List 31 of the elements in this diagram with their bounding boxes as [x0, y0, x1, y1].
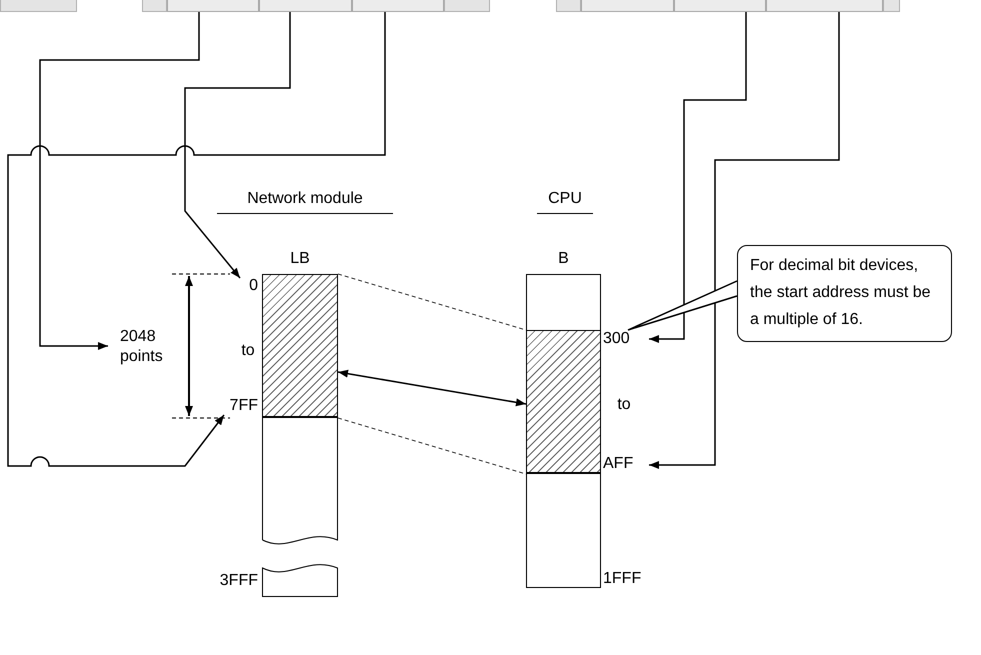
arrow — [184, 12, 291, 278]
arrow — [7, 12, 386, 467]
address-label: 0 — [238, 277, 258, 295]
column-heading: B — [557, 250, 570, 268]
shaded-range — [262, 274, 338, 418]
callout-note: For decimal bit devices, the start address must be a multiple of 16. — [737, 245, 952, 342]
address-label: to — [240, 342, 256, 360]
arrow — [338, 370, 526, 406]
arrow — [39, 12, 200, 350]
input-field — [259, 0, 352, 12]
shaded-range — [526, 330, 601, 474]
address-label: 1FFF — [603, 570, 642, 589]
point-count-label: 2048 points — [108, 325, 180, 367]
address-label: 300 — [603, 330, 649, 350]
title-label: Network module — [217, 190, 393, 214]
address-label: to — [616, 396, 632, 415]
address-label: 7FF — [222, 397, 258, 415]
column-heading: LB — [289, 250, 311, 268]
dashed-line — [338, 274, 526, 330]
dashed-line — [338, 418, 526, 474]
arrow — [649, 12, 747, 343]
input-field — [766, 0, 883, 12]
title-label: CPU — [537, 190, 593, 214]
address-label: 3FFF — [218, 572, 258, 591]
input-field — [581, 0, 674, 12]
arrow — [649, 12, 840, 469]
callout-pointer — [627, 280, 738, 331]
input-field — [352, 0, 444, 12]
address-label: AFF — [603, 455, 649, 475]
input-field — [674, 0, 766, 12]
input-field — [167, 0, 259, 12]
